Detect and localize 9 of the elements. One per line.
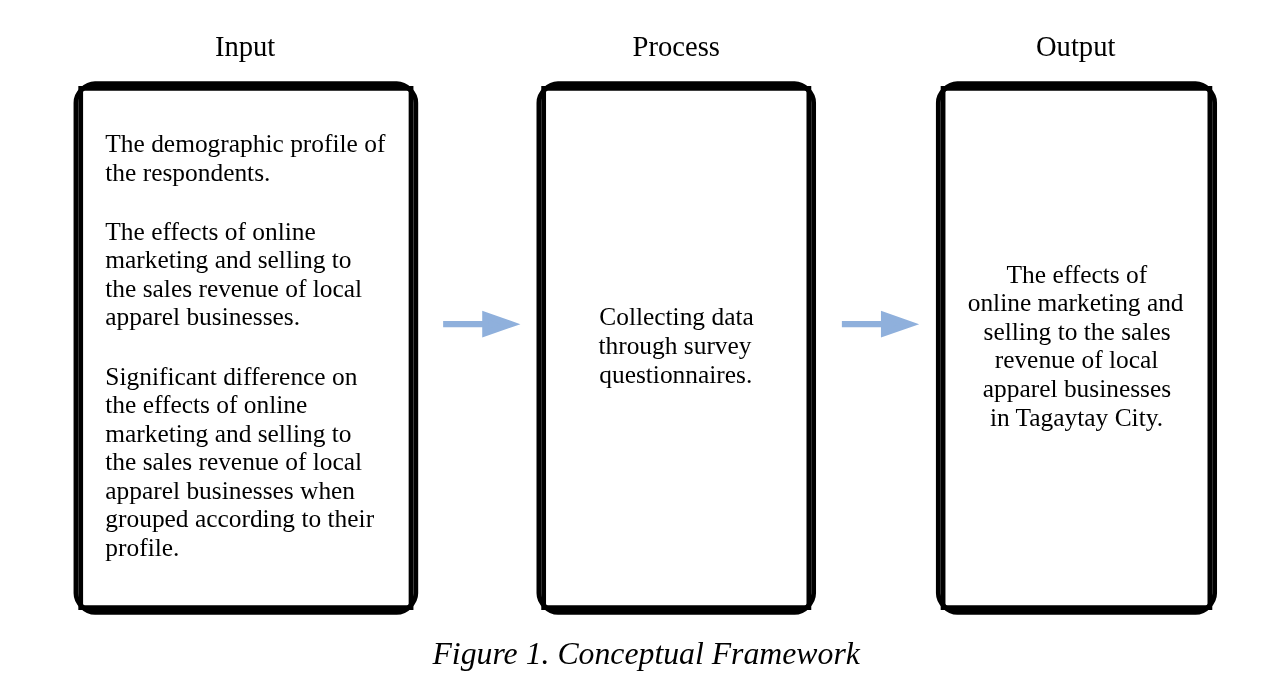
node-label: Input bbox=[214, 31, 275, 63]
node-box: Collecting data through survey questionnaires. bbox=[536, 81, 816, 615]
caption: Figure 1. Conceptual Framework bbox=[431, 636, 860, 672]
arrow bbox=[442, 310, 520, 338]
node-box: The demographic profile of the respondents. The effects of online marketing and selling to the sales revenue of local apparel businesses. Significant difference on the effects of online marketing and selling to the sales revenue of local apparel businesses when grouped according to their profile. bbox=[73, 81, 418, 615]
node-label: Output bbox=[1035, 31, 1115, 63]
node-label: Process bbox=[632, 31, 720, 63]
node-box: The effects of online marketing and selling to the sales revenue of local apparel businesses in Tagaytay City. bbox=[935, 81, 1217, 615]
arrow bbox=[841, 310, 919, 338]
